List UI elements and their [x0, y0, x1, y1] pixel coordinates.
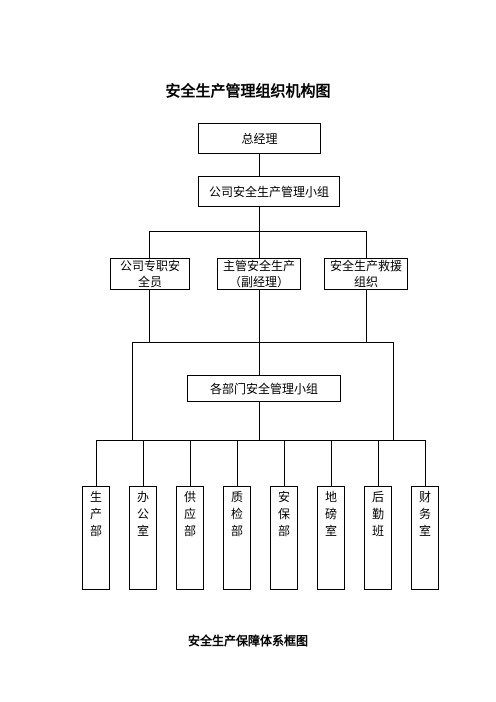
dept-char: 磅 [324, 507, 337, 521]
general-manager-label: 总经理 [241, 131, 278, 146]
dept-char: 部 [89, 524, 102, 538]
dept-char: 保 [277, 507, 290, 521]
dept-char: 公 [136, 507, 149, 521]
dept-box: 生 产 部 [82, 486, 110, 590]
safety-group-box: 公司安全生产管理小组 [198, 176, 340, 207]
safety-officer-box: 公司专职安 全员 [110, 258, 190, 290]
dept-box: 供 应 部 [176, 486, 204, 590]
dept-char: 产 [89, 507, 102, 521]
dept-box: 安 保 部 [270, 486, 298, 590]
footer-title: 安全生产保障体系框图 [187, 634, 308, 648]
dept-box: 地 磅 室 [317, 486, 345, 590]
general-manager-box: 总经理 [198, 123, 321, 154]
rescue-org-box: 安全生产救援 组织 [324, 258, 408, 290]
dept-box: 财 务 室 [411, 486, 439, 590]
deputy-manager-box: 主管安全生产 （副经理） [217, 258, 301, 290]
dept-char: 供 [183, 490, 196, 504]
dept-char: 安 [277, 490, 290, 504]
dept-box: 办 公 室 [129, 486, 157, 590]
dept-char: 应 [183, 507, 196, 521]
dept-char: 务 [418, 507, 431, 521]
rescue-org-line1: 安全生产救援 [329, 259, 402, 273]
dept-char: 质 [230, 490, 243, 504]
dept-char: 办 [136, 490, 149, 504]
dept-char: 部 [230, 524, 243, 538]
dept-char: 室 [418, 524, 431, 538]
safety-group-label: 公司安全生产管理小组 [208, 184, 329, 199]
dept-group-label: 各部门安全管理小组 [209, 381, 318, 396]
rescue-org-line2: 组织 [353, 275, 378, 289]
dept-char: 班 [371, 524, 384, 538]
deputy-manager-line2: （副经理） [228, 275, 289, 289]
dept-char: 部 [183, 524, 196, 538]
deputy-manager-line1: 主管安全生产 [222, 259, 295, 273]
dept-group-box: 各部门安全管理小组 [187, 375, 341, 402]
dept-char: 部 [277, 524, 290, 538]
safety-officer-line2: 全员 [137, 275, 162, 289]
safety-officer-line1: 公司专职安 [119, 259, 180, 273]
dept-char: 地 [324, 490, 337, 504]
dept-char: 室 [136, 524, 149, 538]
dept-char: 财 [418, 490, 431, 504]
dept-char: 勤 [371, 507, 384, 521]
dept-char: 检 [230, 507, 243, 521]
dept-box: 质 检 部 [223, 486, 251, 590]
dept-char: 生 [89, 490, 102, 504]
dept-char: 室 [324, 524, 337, 538]
page-title: 安全生产管理组织机构图 [165, 82, 331, 100]
dept-box: 后 勤 班 [364, 486, 392, 590]
dept-char: 后 [371, 490, 384, 504]
